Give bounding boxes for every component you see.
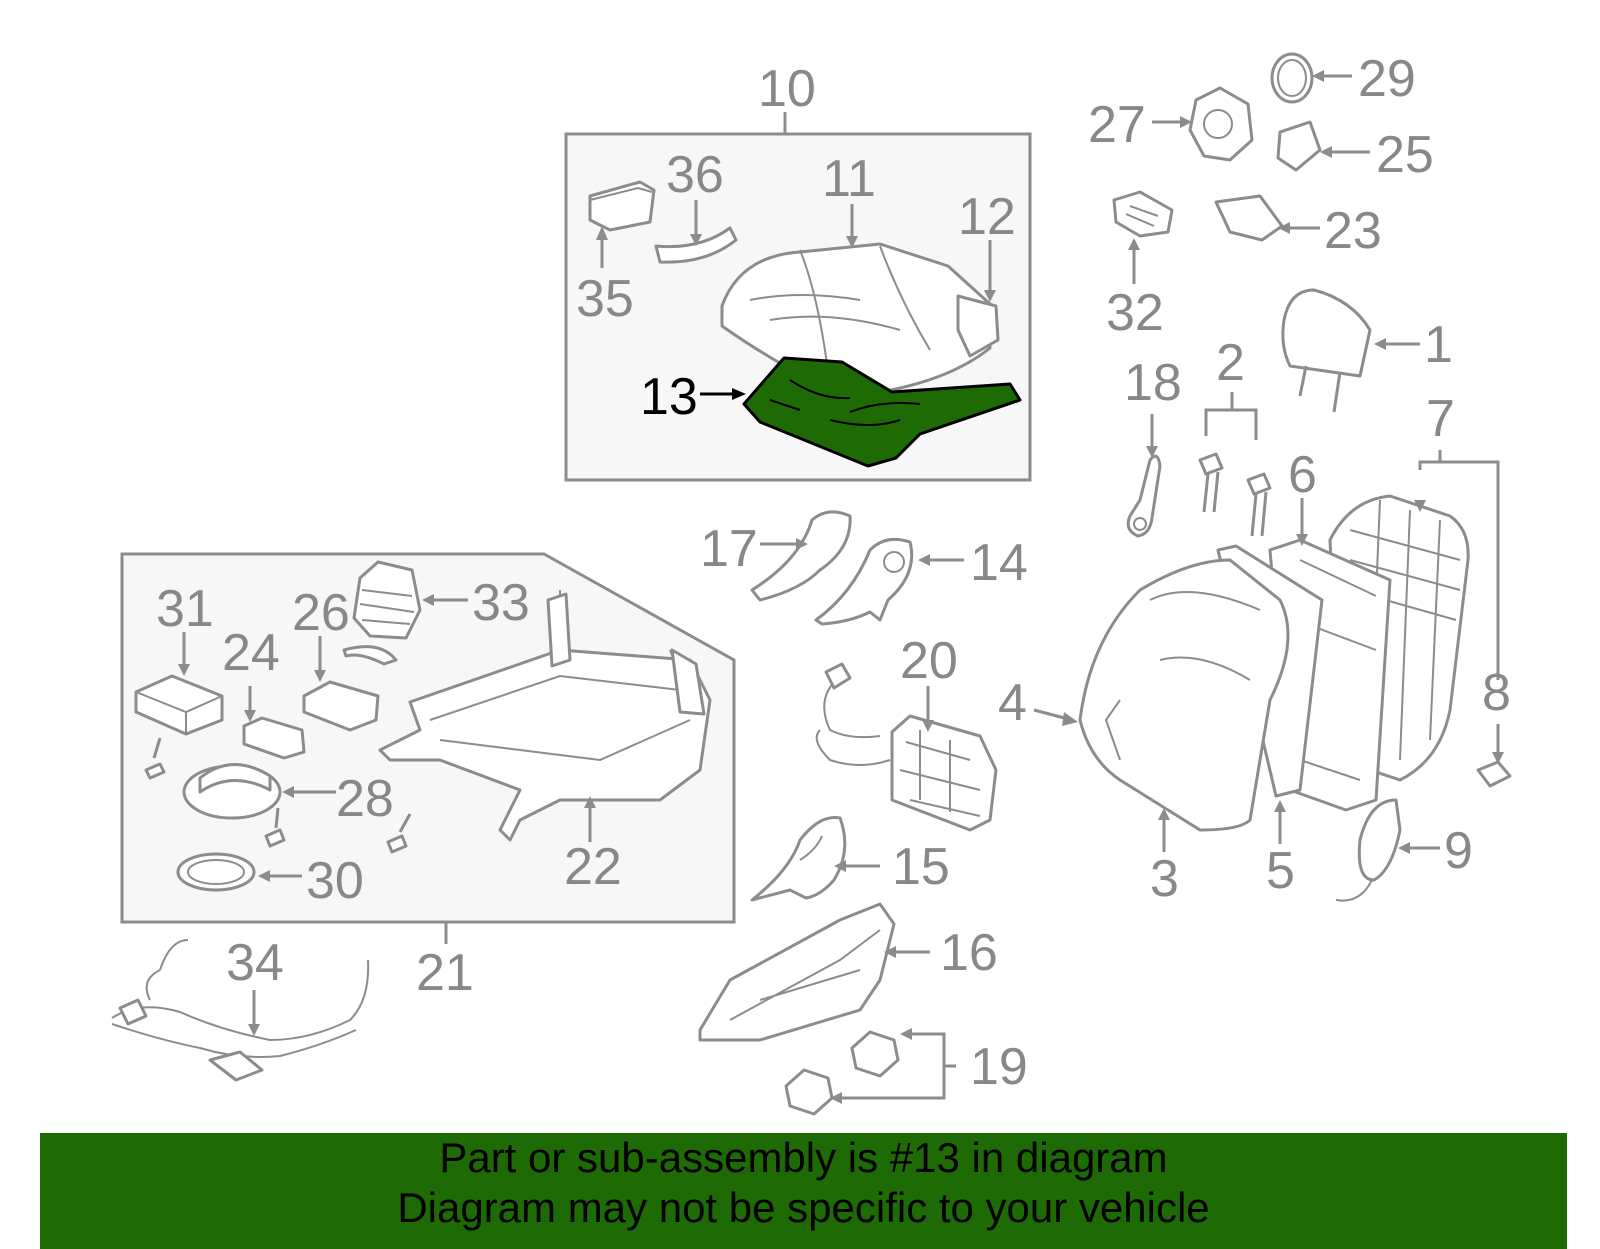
label-18: 18 bbox=[1124, 354, 1182, 412]
part-28 bbox=[182, 763, 336, 820]
label-6: 6 bbox=[1288, 446, 1317, 504]
part-12 bbox=[956, 240, 1000, 358]
part-8 bbox=[1476, 724, 1512, 788]
part-3 bbox=[1078, 558, 1290, 852]
part-19 bbox=[784, 1028, 956, 1116]
label-14: 14 bbox=[970, 534, 1028, 592]
label-5: 5 bbox=[1266, 842, 1295, 900]
part-34 bbox=[111, 939, 370, 1082]
part-2 bbox=[1198, 392, 1272, 537]
part-14 bbox=[814, 537, 964, 626]
part-26 bbox=[302, 636, 380, 732]
part-16 bbox=[698, 902, 930, 1042]
label-3: 3 bbox=[1150, 850, 1179, 908]
part-25 bbox=[1276, 120, 1370, 172]
part-31 bbox=[134, 632, 224, 736]
info-banner: Part or sub-assembly is #13 in diagram D… bbox=[40, 1133, 1567, 1249]
part-30 bbox=[176, 852, 302, 892]
label-7: 7 bbox=[1426, 390, 1455, 448]
label-19: 19 bbox=[970, 1038, 1028, 1096]
part-1 bbox=[1281, 288, 1420, 413]
label-1: 1 bbox=[1424, 316, 1453, 374]
label-24: 24 bbox=[222, 624, 280, 682]
label-21: 21 bbox=[416, 944, 474, 1002]
label-4: 4 bbox=[998, 674, 1027, 732]
label-20: 20 bbox=[900, 632, 958, 690]
label-26: 26 bbox=[292, 584, 350, 642]
part-15 bbox=[750, 815, 880, 902]
label-16: 16 bbox=[940, 924, 998, 982]
label-2: 2 bbox=[1216, 334, 1245, 392]
part-29 bbox=[1270, 52, 1352, 104]
label-31: 31 bbox=[156, 580, 214, 638]
label-30: 30 bbox=[306, 852, 364, 910]
bolt-center bbox=[264, 807, 286, 848]
label-23: 23 bbox=[1324, 202, 1382, 260]
part-32 bbox=[1112, 190, 1174, 284]
part-35 bbox=[588, 180, 656, 268]
label-15: 15 bbox=[892, 838, 950, 896]
part-27 bbox=[1152, 86, 1254, 162]
part-13-cushion-pan bbox=[700, 356, 1022, 468]
part-22 bbox=[378, 590, 712, 842]
label-22: 22 bbox=[564, 838, 622, 896]
banner-line-2: Diagram may not be specific to your vehi… bbox=[397, 1184, 1210, 1231]
label-32: 32 bbox=[1106, 284, 1164, 342]
label-11: 11 bbox=[822, 150, 876, 208]
bolt-left bbox=[144, 737, 166, 780]
label-13: 13 bbox=[640, 368, 698, 426]
label-10: 10 bbox=[758, 60, 816, 118]
label-29: 29 bbox=[1358, 50, 1416, 108]
label-36: 36 bbox=[666, 146, 724, 204]
part-33 bbox=[342, 560, 468, 666]
part-18 bbox=[1126, 414, 1162, 538]
part-9 bbox=[1335, 798, 1440, 902]
banner-line-1: Part or sub-assembly is #13 in diagram bbox=[439, 1134, 1168, 1181]
part-36 bbox=[654, 200, 738, 264]
part-20 bbox=[815, 662, 998, 832]
label-33: 33 bbox=[472, 574, 530, 632]
label-9: 9 bbox=[1444, 822, 1473, 880]
label-12: 12 bbox=[958, 188, 1016, 246]
label-34: 34 bbox=[226, 934, 284, 992]
label-17: 17 bbox=[700, 520, 758, 578]
bolt-right bbox=[386, 813, 412, 854]
part-17 bbox=[750, 510, 852, 602]
label-27: 27 bbox=[1088, 96, 1146, 154]
label-35: 35 bbox=[576, 270, 634, 328]
part-23 bbox=[1214, 194, 1320, 242]
part-11 bbox=[720, 204, 992, 394]
label-28: 28 bbox=[336, 770, 394, 828]
label-8: 8 bbox=[1482, 664, 1511, 722]
part-24 bbox=[242, 686, 306, 760]
part-4-arrow bbox=[1033, 708, 1078, 726]
label-25: 25 bbox=[1376, 126, 1434, 184]
